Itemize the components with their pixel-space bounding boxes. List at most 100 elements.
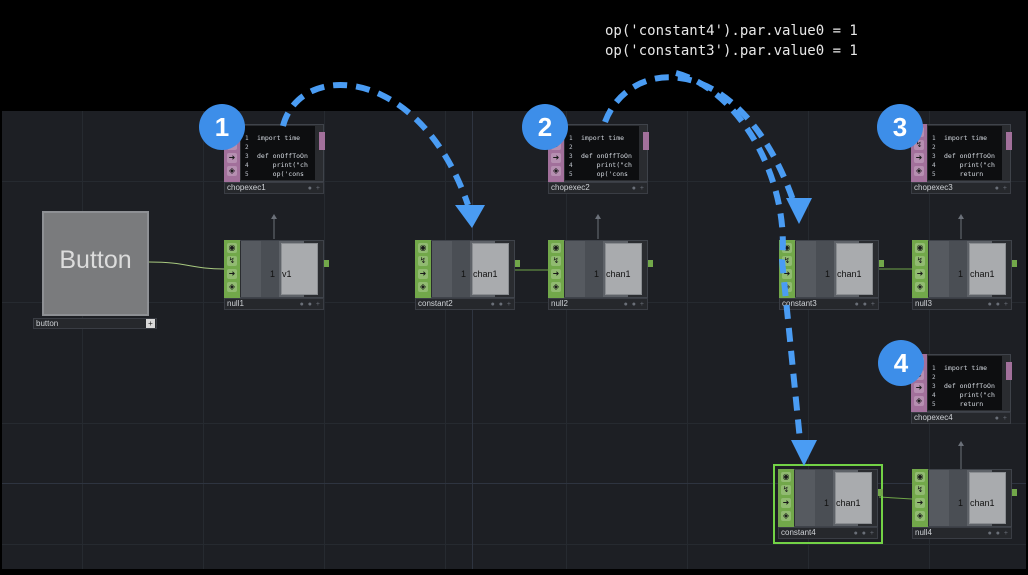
constant2-chop[interactable]: ◉↯➜◈ 1 chan1 constant2● ● + [415,240,520,310]
cook-icon[interactable]: ↯ [227,256,237,266]
null4-chop[interactable]: ◉↯➜◈ 1 chan1 null4● ● + [912,469,1017,539]
arrow-chopexec2-to-constant4 [675,70,803,441]
arrow-head [786,198,812,224]
arrow-head [791,440,817,466]
viewer-icon[interactable]: ◉ [915,243,925,253]
wires-layer [148,214,964,500]
step-badge-2: 2 [522,104,568,150]
caption-line-2: op('constant3').par.value0 = 1 [605,43,858,59]
line-numbers: 1 2 3 4 5 [245,135,249,178]
lock-icon[interactable]: ◈ [915,511,925,521]
channel-value: 1 [958,498,964,508]
wire-button-null1 [148,261,225,270]
dat-code: import time def onOffToOn print("ch retu… [944,364,995,408]
channel-name: chan1 [836,498,861,508]
caption-line-1: op('constant4').par.value0 = 1 [605,23,858,39]
null1-chop[interactable]: ◉↯➜◈ 1 v1 null1● ● + [224,240,329,310]
bypass-icon[interactable]: ➜ [915,269,925,279]
constant3-chop[interactable]: ◉↯➜◈ 1 chan1 constant3● ● + [779,240,884,310]
step-badge-1: 1 [199,104,245,150]
cook-icon[interactable]: ↯ [781,485,791,495]
arrow-head [455,205,485,228]
operator-name[interactable]: null2 [551,299,568,308]
lock-icon[interactable]: ◈ [227,166,237,176]
channel-value: 1 [461,269,467,279]
null2-chop[interactable]: ◉↯➜◈ 1 chan1 null2● ● + [548,240,653,310]
lock-icon[interactable]: ◈ [551,166,561,176]
arrow-chopexec2-to-constant3 [602,74,796,202]
bypass-icon[interactable]: ➜ [915,498,925,508]
step-badge-4: 4 [878,340,924,386]
channel-name: chan1 [606,269,631,279]
lock-icon[interactable]: ◈ [914,396,924,406]
cook-icon[interactable]: ↯ [418,256,428,266]
constant4-chop[interactable]: ◉↯➜◈ 1 chan1 constant4● ● + [773,464,883,544]
lock-icon[interactable]: ◈ [227,282,237,292]
channel-name: v1 [282,269,292,279]
channel-value: 1 [270,269,276,279]
viewer-icon[interactable]: ◉ [227,243,237,253]
channel-value: 1 [594,269,600,279]
lock-icon[interactable]: ◈ [781,511,791,521]
line-numbers: 1 2 3 4 5 [932,135,936,178]
line-numbers: 1 2 3 4 5 [569,135,573,178]
bypass-icon[interactable]: ➜ [551,153,561,163]
top-bar: op('constant4').par.value0 = 1 op('consta… [0,0,1028,111]
cook-icon[interactable]: ↯ [915,485,925,495]
arrow-chopexec1-to-constant2 [280,82,471,206]
operator-name[interactable]: constant3 [782,299,817,308]
channel-value: 1 [958,269,964,279]
bypass-icon[interactable]: ➜ [781,498,791,508]
lock-icon[interactable]: ◈ [418,282,428,292]
cook-icon[interactable]: ↯ [914,140,924,150]
viewer-icon[interactable]: ◉ [915,472,925,482]
bypass-icon[interactable]: ➜ [914,153,924,163]
step-badge-3: 3 [877,104,923,150]
dat-code: import time def onOffToOn print("ch retu… [944,134,995,178]
null3-chop[interactable]: ◉↯➜◈ 1 chan1 null3● ● + [912,240,1017,310]
operator-name[interactable]: constant2 [418,299,453,308]
viewer-icon[interactable]: ◉ [551,243,561,253]
grid-line [2,483,1026,484]
bypass-icon[interactable]: ➜ [227,269,237,279]
operator-name[interactable]: chopexec3 [914,183,953,192]
network-editor[interactable]: Button button+ ◉↯➜◈ 1 v1 null1● ● + ◉↯➜◈… [2,111,1026,569]
lock-icon[interactable]: ◈ [551,282,561,292]
operator-name[interactable]: chopexec4 [914,413,953,422]
lock-icon[interactable]: ◈ [914,166,924,176]
button-comp[interactable]: Button [42,211,149,316]
button-comp-namebar: button+ [33,318,157,329]
channel-name: chan1 [473,269,498,279]
viewer-icon[interactable]: ◉ [418,243,428,253]
dat-code: import time def onOffToOn print("ch op('… [257,134,308,178]
viewer-icon[interactable]: ◉ [782,243,792,253]
cook-icon[interactable]: ↯ [915,256,925,266]
grid-line [472,111,473,569]
channel-name: chan1 [837,269,862,279]
bypass-icon[interactable]: ➜ [551,269,561,279]
operator-name[interactable]: chopexec2 [551,183,590,192]
operator-name[interactable]: null1 [227,299,244,308]
cook-icon[interactable]: ↯ [782,256,792,266]
dat-code: import time def onOffToOn print("ch op('… [581,134,632,178]
plus-icon[interactable]: + [146,319,155,328]
lock-icon[interactable]: ◈ [915,282,925,292]
channel-name: chan1 [970,269,995,279]
operator-name[interactable]: chopexec1 [227,183,266,192]
viewer-icon[interactable]: ◉ [781,472,791,482]
operator-name[interactable]: null3 [915,299,932,308]
bypass-icon[interactable]: ➜ [914,383,924,393]
code-caption: op('constant4').par.value0 = 1 op('consta… [605,21,858,61]
channel-value: 1 [825,269,831,279]
bypass-icon[interactable]: ➜ [418,269,428,279]
operator-name[interactable]: constant4 [781,528,816,537]
bypass-icon[interactable]: ➜ [227,153,237,163]
line-numbers: 1 2 3 4 5 [932,365,936,408]
operator-name[interactable]: null4 [915,528,932,537]
button-comp-label: Button [59,246,132,274]
cook-icon[interactable]: ↯ [551,256,561,266]
bypass-icon[interactable]: ➜ [782,269,792,279]
